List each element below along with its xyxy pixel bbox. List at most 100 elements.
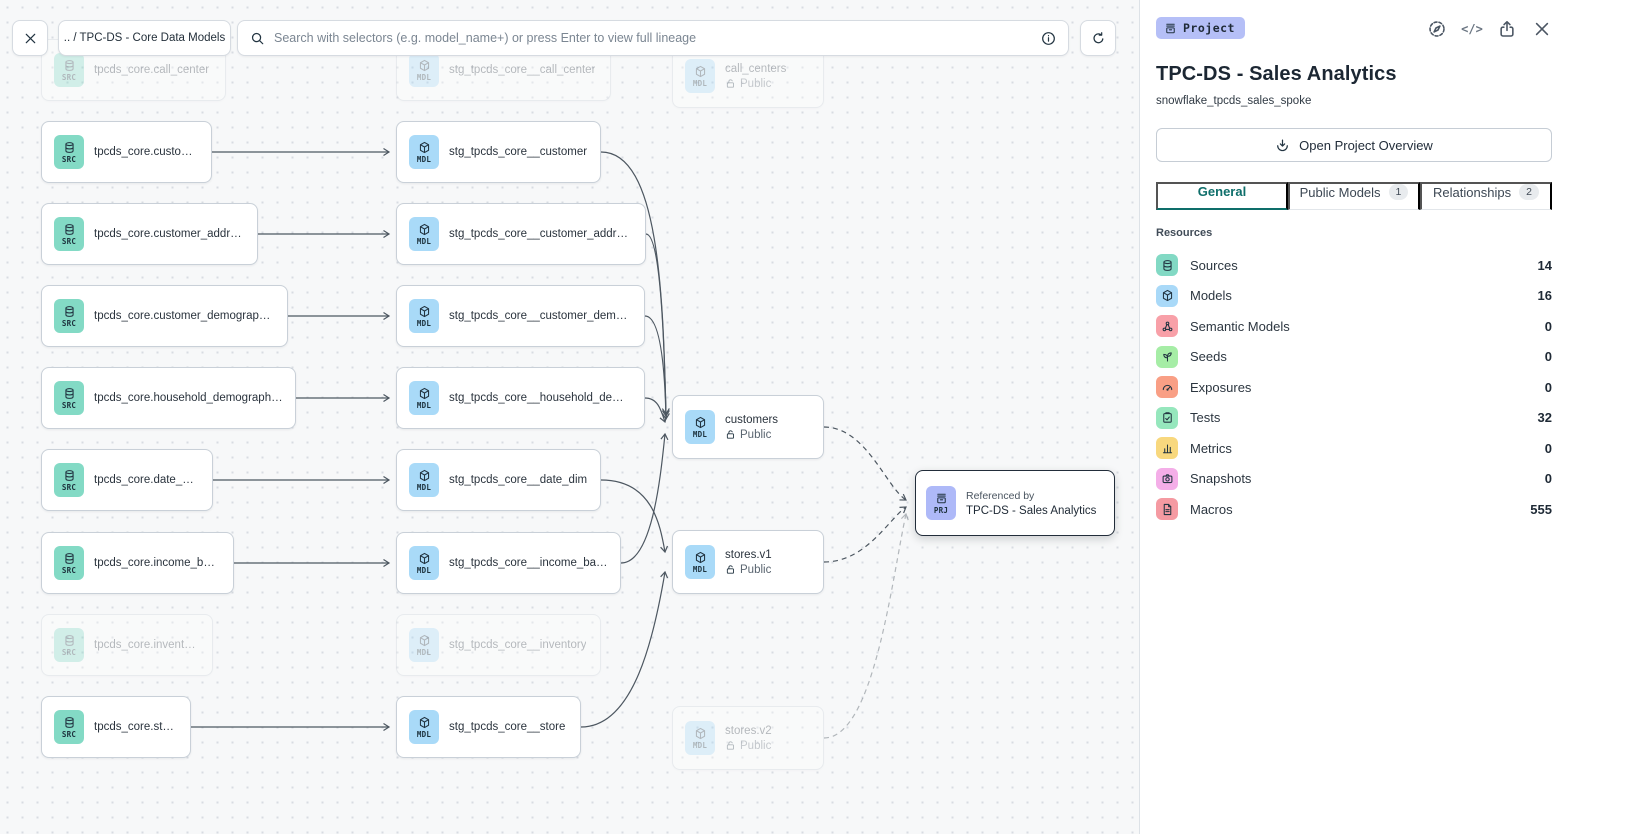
source-badge: SRC (54, 53, 84, 87)
resource-count: 555 (1530, 501, 1552, 517)
tab-badge: 2 (1519, 184, 1539, 200)
page-title: TPC-DS - Sales Analytics (1156, 63, 1397, 85)
resource-count: 0 (1544, 318, 1552, 334)
resources-section-header: Resources (1156, 227, 1213, 239)
unlock-icon (725, 564, 736, 575)
lineage-node-model-stg-household-demographics[interactable]: MDL stg_tpcds_core__household_demographi… (396, 367, 645, 429)
resource-row-seeds: Seeds 0 (1156, 342, 1552, 373)
resource-count: 0 (1544, 440, 1552, 456)
model-badge: MDL (409, 299, 439, 333)
resource-count: 0 (1544, 379, 1552, 395)
resource-count: 0 (1544, 471, 1552, 487)
lineage-node-model-stg-customer[interactable]: MDL stg_tpcds_core__customer (396, 121, 601, 183)
refresh-button[interactable] (1080, 20, 1116, 56)
model-badge: MDL (409, 628, 439, 662)
lineage-node-source-customer[interactable]: SRC tpcds_core.customer (41, 121, 212, 183)
lineage-node-model-stg-customer-demographics[interactable]: MDL stg_tpcds_core__customer_demographic… (396, 285, 645, 347)
resources-list: Sources 14 Models 16 Semantic Models 0 S… (1156, 250, 1552, 525)
lineage-node-source-income-band[interactable]: SRC tpcds_core.income_band (41, 532, 234, 594)
view-code-button[interactable]: </> (1461, 19, 1483, 39)
lineage-node-model-stg-date-dim[interactable]: MDL stg_tpcds_core__date_dim (396, 449, 601, 511)
tab-badge: 1 (1388, 184, 1409, 200)
network-icon (1156, 315, 1178, 338)
cube-icon (1156, 284, 1178, 307)
code-icon: </> (1461, 22, 1483, 36)
lineage-node-public-customers[interactable]: MDL customers Public (672, 395, 824, 459)
file-icon (1156, 498, 1178, 521)
seedling-icon (1156, 345, 1178, 368)
database-icon (1156, 254, 1178, 277)
lineage-canvas[interactable]: SRC tpcds_core.call_center SRC tpcds_cor… (0, 0, 1139, 834)
lineage-node-public-stores-v1[interactable]: MDL stores.v1 Public (672, 530, 824, 594)
resource-row-exposures: Exposures 0 (1156, 372, 1552, 403)
lineage-node-source-date-dim[interactable]: SRC tpcds_core.date_dim (41, 449, 213, 511)
resource-count: 0 (1544, 349, 1552, 365)
lineage-node-source-customer-address[interactable]: SRC tpcds_core.customer_address (41, 203, 258, 265)
details-panel: Project </> (1139, 0, 1648, 834)
lineage-node-source-customer-demographics[interactable]: SRC tpcds_core.customer_demographics (41, 285, 288, 347)
explore-lineage-button[interactable] (1427, 19, 1447, 39)
resource-count: 14 (1537, 257, 1552, 273)
source-badge: SRC (54, 628, 84, 662)
model-badge: MDL (409, 546, 439, 580)
source-badge: SRC (54, 299, 84, 333)
resource-row-sources: Sources 14 (1156, 250, 1552, 281)
resource-count: 32 (1537, 410, 1552, 426)
resource-row-macros: Macros 555 (1156, 494, 1552, 525)
model-badge: MDL (409, 135, 439, 169)
gauge-icon (1156, 376, 1178, 399)
source-badge: SRC (54, 217, 84, 251)
compass-icon (1429, 21, 1445, 37)
unlock-icon (725, 740, 736, 751)
open-project-overview-button[interactable]: Open Project Overview (1156, 128, 1552, 162)
source-badge: SRC (54, 546, 84, 580)
unlock-icon (725, 429, 736, 440)
search-input[interactable] (274, 31, 1032, 45)
lineage-node-public-stores-v2[interactable]: MDL stores.v2 Public (672, 706, 824, 770)
resource-row-metrics: Metrics 0 (1156, 433, 1552, 464)
project-subtitle: snowflake_tpcds_sales_spoke (1156, 95, 1312, 107)
close-icon (1535, 22, 1549, 36)
resource-row-tests: Tests 32 (1156, 403, 1552, 434)
model-badge: MDL (409, 463, 439, 497)
camera-icon (1156, 467, 1178, 490)
lineage-node-source-household-demographics[interactable]: SRC tpcds_core.household_demographics (41, 367, 296, 429)
lineage-node-model-stg-customer-address[interactable]: MDL stg_tpcds_core__customer_address (396, 203, 646, 265)
model-badge: MDL (409, 217, 439, 251)
breadcrumb[interactable]: .. / TPC-DS - Core Data Models (58, 20, 231, 56)
close-lineage-button[interactable] (12, 20, 48, 56)
archive-icon (1164, 22, 1177, 35)
info-icon[interactable] (1041, 31, 1056, 46)
model-badge: MDL (685, 59, 715, 93)
source-badge: SRC (54, 135, 84, 169)
resource-count: 16 (1537, 288, 1552, 304)
model-badge: MDL (685, 545, 715, 579)
resource-row-snapshots: Snapshots 0 (1156, 464, 1552, 495)
tab-general[interactable]: General (1156, 182, 1288, 210)
model-badge: MDL (409, 53, 439, 87)
lineage-node-model-stg-inventory[interactable]: MDL stg_tpcds_core__inventory (396, 614, 601, 676)
project-badge: PRJ (926, 486, 956, 520)
resource-row-semantic-models: Semantic Models 0 (1156, 311, 1552, 342)
lineage-node-project-reference[interactable]: PRJ Referenced by TPC-DS - Sales Analyti… (915, 470, 1115, 536)
lineage-edges (191, 147, 909, 739)
share-button[interactable] (1497, 19, 1517, 39)
close-panel-button[interactable] (1532, 19, 1552, 39)
lineage-node-model-stg-income-band[interactable]: MDL stg_tpcds_core__income_band (396, 532, 621, 594)
source-badge: SRC (54, 710, 84, 744)
model-badge: MDL (685, 410, 715, 444)
lineage-node-source-store[interactable]: SRC tpcds_core.store (41, 696, 191, 758)
bar-chart-icon (1156, 437, 1178, 460)
refresh-icon (1092, 31, 1103, 43)
lineage-node-source-inventory[interactable]: SRC tpcds_core.inventory (41, 614, 213, 676)
lineage-node-model-stg-store[interactable]: MDL stg_tpcds_core__store (396, 696, 581, 758)
project-type-badge: Project (1156, 17, 1245, 39)
resource-row-models: Models 16 (1156, 281, 1552, 312)
unlock-icon (725, 78, 736, 89)
source-badge: SRC (54, 463, 84, 497)
close-icon (25, 33, 35, 43)
overview-icon (1277, 138, 1289, 151)
